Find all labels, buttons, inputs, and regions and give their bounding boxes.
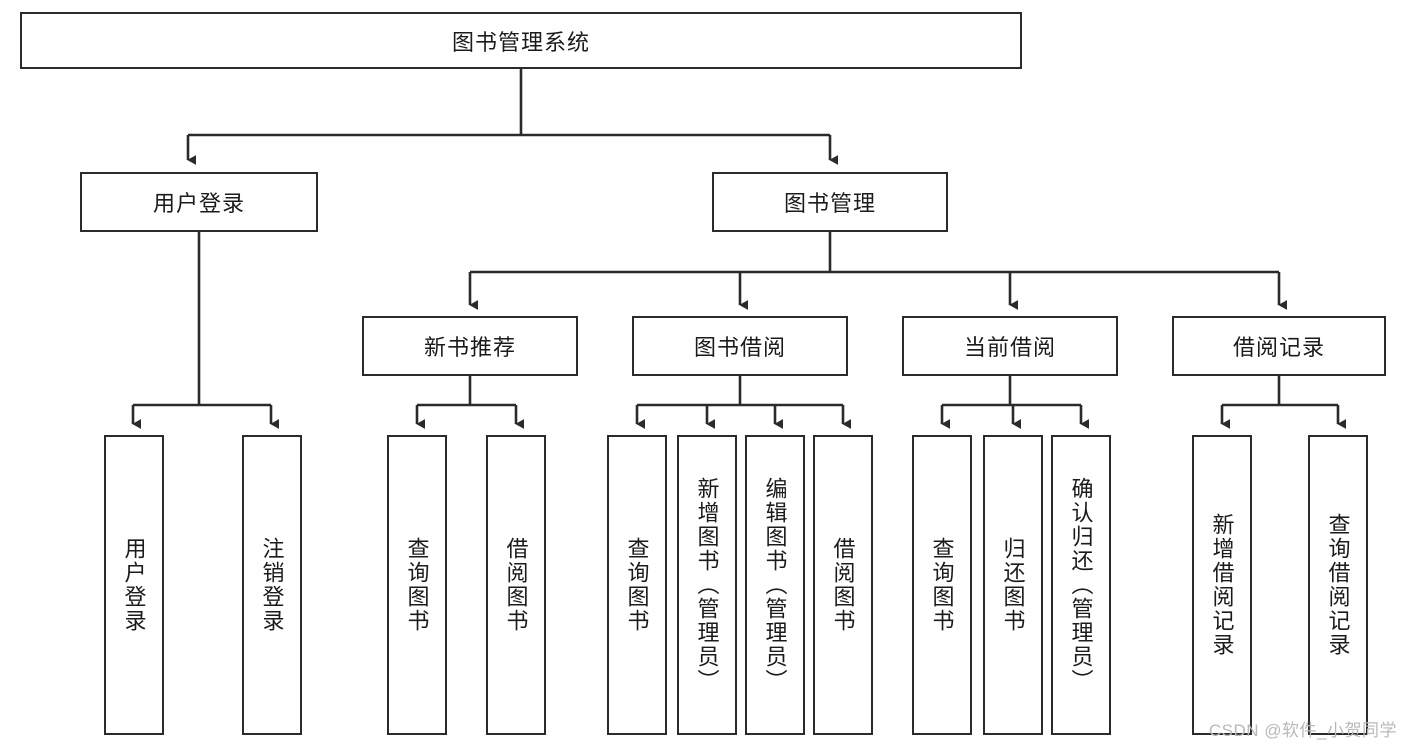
node-user-login[interactable]: 用户登录	[80, 172, 318, 232]
csdn-watermark: CSDN @软件_小贺同学	[1208, 721, 1397, 740]
node-root[interactable]: 图书管理系统	[20, 12, 1022, 69]
node-leaf-user-login-label: 用户登录	[121, 537, 147, 633]
node-leaf-edit-book-admin-label: 编辑图书（管理员）	[762, 477, 788, 693]
node-leaf-borrow-book-recommend[interactable]: 借阅图书	[486, 435, 546, 735]
node-leaf-user-login[interactable]: 用户登录	[104, 435, 164, 735]
node-book-borrow[interactable]: 图书借阅	[632, 316, 848, 376]
node-leaf-confirm-return-admin[interactable]: 确认归还（管理员）	[1051, 435, 1111, 735]
node-root-label: 图书管理系统	[451, 29, 590, 55]
node-leaf-borrow-book-label: 借阅图书	[830, 537, 856, 633]
node-leaf-add-book-admin-label: 新增图书（管理员）	[694, 477, 720, 693]
node-leaf-query-book-recommend[interactable]: 查询图书	[387, 435, 447, 735]
node-book-management-label: 图书管理	[783, 191, 876, 216]
node-book-borrow-label: 图书借阅	[693, 335, 786, 360]
node-leaf-borrow-book[interactable]: 借阅图书	[813, 435, 873, 735]
node-leaf-add-book-admin[interactable]: 新增图书（管理员）	[677, 435, 737, 735]
node-leaf-query-book-borrow[interactable]: 查询图书	[607, 435, 667, 735]
node-new-book-recommend[interactable]: 新书推荐	[362, 316, 578, 376]
node-leaf-query-book-recommend-label: 查询图书	[404, 537, 430, 633]
node-leaf-query-borrow-record[interactable]: 查询借阅记录	[1308, 435, 1368, 735]
node-new-book-recommend-label: 新书推荐	[423, 335, 516, 360]
node-leaf-query-book-current-label: 查询图书	[929, 537, 955, 633]
node-leaf-confirm-return-admin-label: 确认归还（管理员）	[1068, 477, 1094, 693]
node-current-borrow[interactable]: 当前借阅	[902, 316, 1118, 376]
node-user-login-label: 用户登录	[152, 191, 245, 216]
node-leaf-query-book-current[interactable]: 查询图书	[912, 435, 972, 735]
node-leaf-logout-login-label: 注销登录	[259, 537, 285, 633]
node-borrow-record-label: 借阅记录	[1232, 335, 1325, 360]
node-leaf-query-book-borrow-label: 查询图书	[624, 537, 650, 633]
node-leaf-edit-book-admin[interactable]: 编辑图书（管理员）	[745, 435, 805, 735]
node-leaf-add-borrow-record[interactable]: 新增借阅记录	[1192, 435, 1252, 735]
node-borrow-record[interactable]: 借阅记录	[1172, 316, 1386, 376]
node-current-borrow-label: 当前借阅	[963, 335, 1056, 360]
node-leaf-query-borrow-record-label: 查询借阅记录	[1325, 513, 1351, 657]
node-leaf-logout-login[interactable]: 注销登录	[242, 435, 302, 735]
node-leaf-return-book[interactable]: 归还图书	[983, 435, 1043, 735]
node-leaf-borrow-book-recommend-label: 借阅图书	[503, 537, 529, 633]
node-leaf-add-borrow-record-label: 新增借阅记录	[1209, 513, 1235, 657]
node-book-management[interactable]: 图书管理	[712, 172, 948, 232]
node-leaf-return-book-label: 归还图书	[1000, 537, 1026, 633]
